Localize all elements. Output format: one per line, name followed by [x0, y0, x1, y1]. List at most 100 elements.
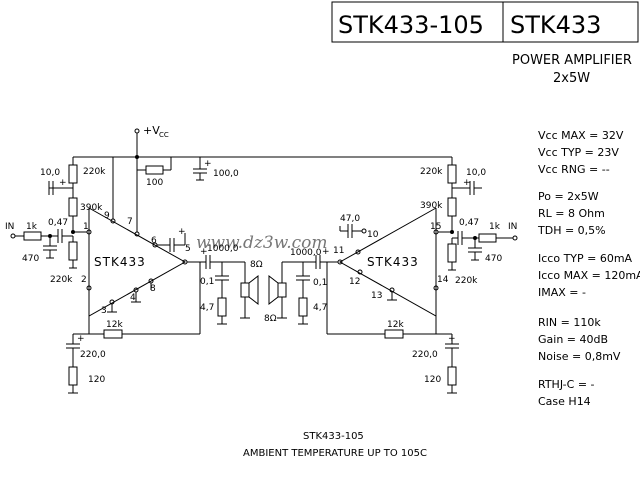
svg-text:+: + — [463, 178, 471, 188]
svg-text:12k: 12k — [387, 320, 404, 330]
specs: Vcc MAX = 32V Vcc TYP = 23V Vcc RNG = --… — [537, 129, 640, 408]
svg-text:0,1: 0,1 — [200, 277, 214, 287]
svg-text:10: 10 — [367, 230, 379, 240]
svg-text:0,47: 0,47 — [48, 218, 68, 228]
svg-text:+: + — [59, 178, 67, 188]
svg-text:CC: CC — [159, 131, 169, 139]
svg-text:470: 470 — [485, 254, 502, 264]
resistor-12k-right — [384, 329, 404, 339]
svg-text:+: + — [448, 334, 456, 344]
supply-filter: 100 + 100,0 — [136, 157, 239, 188]
subtitle: 2x5W — [553, 71, 590, 86]
svg-text:7: 7 — [127, 217, 133, 227]
spec-rl: RL = 8 Ohm — [538, 207, 605, 220]
svg-text:6: 6 — [151, 236, 157, 246]
svg-text:3: 3 — [101, 306, 107, 316]
svg-text:0,47: 0,47 — [459, 218, 479, 228]
svg-text:14: 14 — [437, 275, 449, 285]
left-channel: 220k 10,0 + 390k IN 1k 0,47 470 — [5, 157, 263, 394]
svg-text:220,0: 220,0 — [412, 350, 438, 360]
watermark: www.dz3w.com — [196, 233, 328, 253]
svg-text:9: 9 — [104, 211, 110, 221]
svg-text:220k: 220k — [50, 275, 73, 285]
spec-noise: Noise = 0,8mV — [538, 350, 621, 363]
vcc-supply: +V CC — [73, 124, 452, 159]
svg-text:4: 4 — [130, 293, 136, 303]
svg-text:+: + — [178, 227, 186, 237]
svg-text:1: 1 — [83, 222, 89, 232]
spec-tdh: TDH = 0,5% — [537, 224, 606, 237]
footer-temperature: AMBIENT TEMPERATURE UP TO 105C — [243, 448, 427, 459]
svg-text:220k: 220k — [420, 167, 443, 177]
resistor-390k-left — [68, 197, 78, 217]
svg-text:IN: IN — [508, 222, 517, 232]
svg-text:4,7: 4,7 — [200, 303, 214, 313]
resistor-1k-left — [23, 231, 42, 241]
resistor-100 — [145, 165, 164, 175]
spec-vcc-rng: Vcc RNG = -- — [538, 163, 610, 176]
resistor-120-right — [447, 366, 457, 386]
svg-text:390k: 390k — [80, 203, 103, 213]
svg-text:4,7: 4,7 — [313, 303, 327, 313]
svg-text:1000,0: 1000,0 — [290, 248, 322, 258]
svg-text:220,0: 220,0 — [80, 350, 106, 360]
resistor-220k-bot-left — [68, 241, 78, 261]
svg-text:8Ω: 8Ω — [264, 314, 277, 324]
spec-imax: IMAX = - — [538, 286, 586, 299]
resistor-220k-bot-right — [447, 243, 457, 263]
svg-text:2: 2 — [81, 275, 87, 285]
resistor-220k-top-left — [68, 164, 78, 184]
title: POWER AMPLIFIER — [512, 53, 632, 68]
input-jack-right — [512, 235, 518, 241]
resistor-12k-left — [103, 329, 123, 339]
svg-text:100: 100 — [146, 178, 163, 188]
spec-vcc-typ: Vcc TYP = 23V — [538, 146, 619, 159]
ic-stk433-left — [88, 207, 187, 317]
svg-text:8Ω: 8Ω — [250, 260, 263, 270]
speaker-right — [277, 282, 287, 298]
model-code: STK433-105 — [338, 11, 484, 39]
svg-text:+: + — [204, 159, 212, 169]
svg-text:15: 15 — [430, 222, 441, 232]
spec-gain: Gain = 40dB — [538, 333, 608, 346]
svg-text:8: 8 — [150, 284, 156, 294]
svg-text:220k: 220k — [455, 276, 478, 286]
speaker-left — [240, 282, 250, 298]
svg-text:1000,0: 1000,0 — [207, 244, 239, 254]
svg-text:120: 120 — [424, 375, 441, 385]
svg-text:1k: 1k — [489, 222, 501, 232]
svg-text:+: + — [77, 334, 85, 344]
spec-rin: RIN = 110k — [538, 316, 601, 329]
svg-text:STK433: STK433 — [367, 255, 419, 269]
footer-model: STK433-105 — [303, 431, 364, 442]
resistor-47-left — [217, 297, 227, 317]
spec-po: Po = 2x5W — [538, 190, 599, 203]
svg-text:10,0: 10,0 — [466, 168, 486, 178]
svg-text:13: 13 — [371, 291, 382, 301]
ic-stk433-right — [338, 207, 437, 317]
svg-text:1k: 1k — [26, 222, 38, 232]
svg-text:IN: IN — [5, 222, 14, 232]
spec-icco-typ: Icco TYP = 60mA — [538, 252, 633, 265]
spec-icco-max: Icco MAX = 120mA — [538, 269, 640, 282]
svg-text:12: 12 — [349, 277, 360, 287]
header-frame — [331, 1, 639, 43]
svg-text:47,0: 47,0 — [340, 214, 360, 224]
svg-text:11: 11 — [333, 246, 344, 256]
spec-rthj: RTHJ-C = - — [538, 378, 595, 391]
resistor-120-left — [68, 366, 78, 386]
right-channel: 220k 10,0 + 390k IN 1k 0,47 470 — [264, 157, 518, 394]
svg-text:5: 5 — [185, 244, 191, 254]
model-name: STK433 — [510, 11, 601, 39]
svg-text:STK433: STK433 — [94, 255, 146, 269]
resistor-1k-right — [478, 233, 497, 243]
resistor-390k-right — [447, 197, 457, 217]
svg-text:+: + — [322, 247, 330, 257]
svg-text:120: 120 — [88, 375, 105, 385]
resistor-47-right — [298, 297, 308, 317]
input-jack-left — [10, 233, 16, 239]
svg-text:12k: 12k — [106, 320, 123, 330]
svg-text:470: 470 — [22, 254, 39, 264]
svg-text:+V: +V — [143, 124, 160, 137]
